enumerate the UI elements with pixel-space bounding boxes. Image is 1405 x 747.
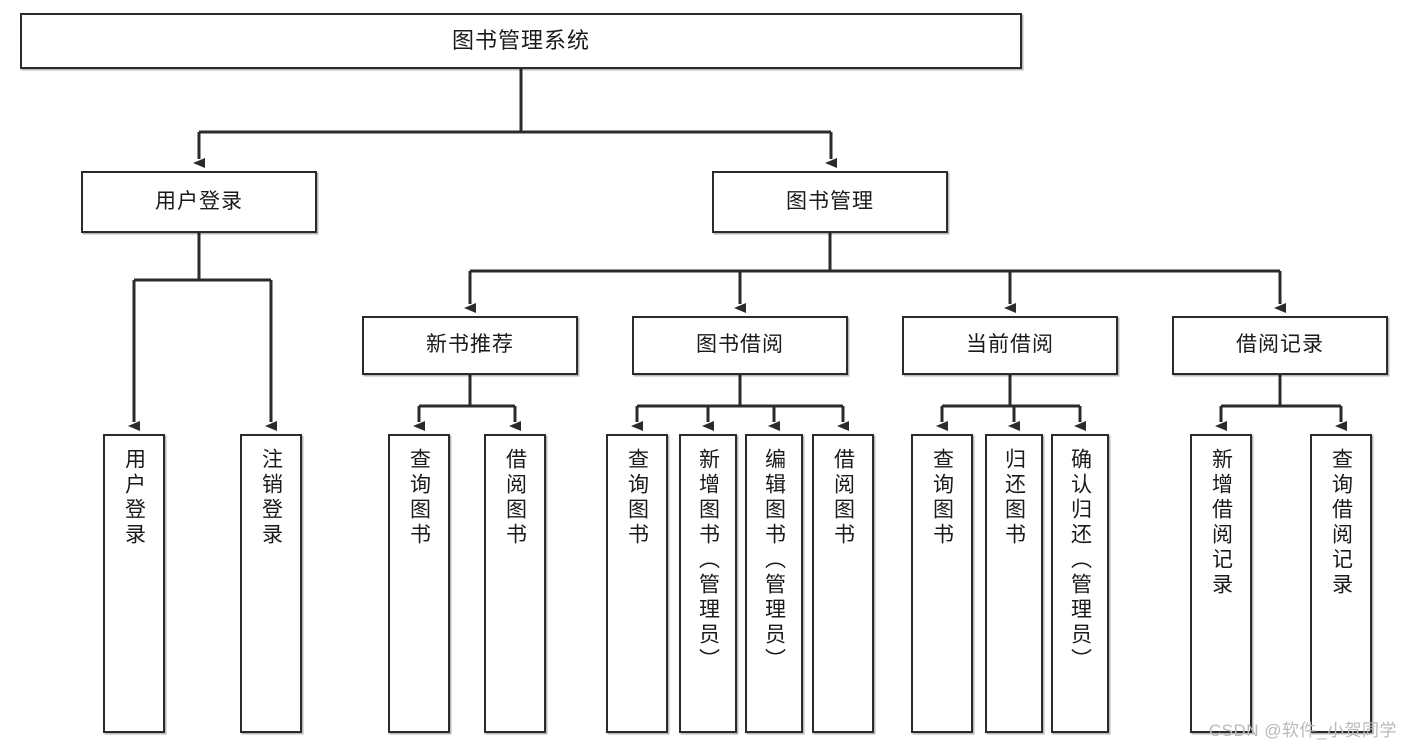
node-leaf-confirm-return-admin[interactable]: 确认归还（管理员） (1051, 434, 1109, 733)
node-leaf-edit-book-admin-label: 编辑图书（管理员） (762, 448, 786, 673)
node-leaf-user-login[interactable]: 用户登录 (103, 434, 165, 733)
node-leaf-query-book-2-label: 查询图书 (625, 448, 649, 548)
node-root-label: 图书管理系统 (451, 28, 590, 54)
node-leaf-borrow-book-2[interactable]: 借阅图书 (812, 434, 874, 733)
node-leaf-query-book-1[interactable]: 查询图书 (388, 434, 450, 733)
node-leaf-add-borrow-record[interactable]: 新增借阅记录 (1190, 434, 1252, 733)
node-leaf-logout-login-label: 注销登录 (259, 448, 283, 548)
node-new-book-recommend-label: 新书推荐 (426, 333, 514, 357)
node-book-borrow-label: 图书借阅 (696, 333, 784, 357)
node-leaf-confirm-return-admin-label: 确认归还（管理员） (1068, 448, 1092, 673)
node-leaf-query-book-3[interactable]: 查询图书 (911, 434, 973, 733)
node-leaf-query-book-1-label: 查询图书 (407, 448, 431, 548)
node-current-borrow-label: 当前借阅 (966, 333, 1054, 357)
node-book-management[interactable]: 图书管理 (712, 171, 948, 233)
node-book-borrow[interactable]: 图书借阅 (632, 316, 848, 375)
node-current-borrow[interactable]: 当前借阅 (902, 316, 1118, 375)
node-leaf-add-book-admin[interactable]: 新增图书（管理员） (679, 434, 737, 733)
node-root[interactable]: 图书管理系统 (20, 13, 1022, 69)
node-leaf-user-login-label: 用户登录 (122, 448, 146, 548)
node-leaf-borrow-book-1-label: 借阅图书 (503, 448, 527, 548)
node-borrow-record-label: 借阅记录 (1236, 333, 1324, 357)
node-book-management-label: 图书管理 (786, 189, 874, 213)
watermark: CSDN @软件_小贺同学 (1208, 721, 1397, 740)
node-leaf-return-book[interactable]: 归还图书 (985, 434, 1043, 733)
node-leaf-add-book-admin-label: 新增图书（管理员） (696, 448, 720, 673)
node-leaf-query-book-2[interactable]: 查询图书 (606, 434, 668, 733)
node-leaf-query-borrow-record[interactable]: 查询借阅记录 (1310, 434, 1372, 733)
node-leaf-return-book-label: 归还图书 (1002, 448, 1026, 548)
node-leaf-add-borrow-record-label: 新增借阅记录 (1209, 448, 1233, 598)
node-leaf-edit-book-admin[interactable]: 编辑图书（管理员） (745, 434, 803, 733)
node-leaf-query-book-3-label: 查询图书 (930, 448, 954, 548)
node-borrow-record[interactable]: 借阅记录 (1172, 316, 1388, 375)
node-user-login-label: 用户登录 (155, 189, 243, 213)
node-leaf-borrow-book-2-label: 借阅图书 (831, 448, 855, 548)
node-new-book-recommend[interactable]: 新书推荐 (362, 316, 578, 375)
node-leaf-borrow-book-1[interactable]: 借阅图书 (484, 434, 546, 733)
node-leaf-query-borrow-record-label: 查询借阅记录 (1329, 448, 1353, 598)
node-user-login[interactable]: 用户登录 (81, 171, 317, 233)
node-leaf-logout-login[interactable]: 注销登录 (240, 434, 302, 733)
